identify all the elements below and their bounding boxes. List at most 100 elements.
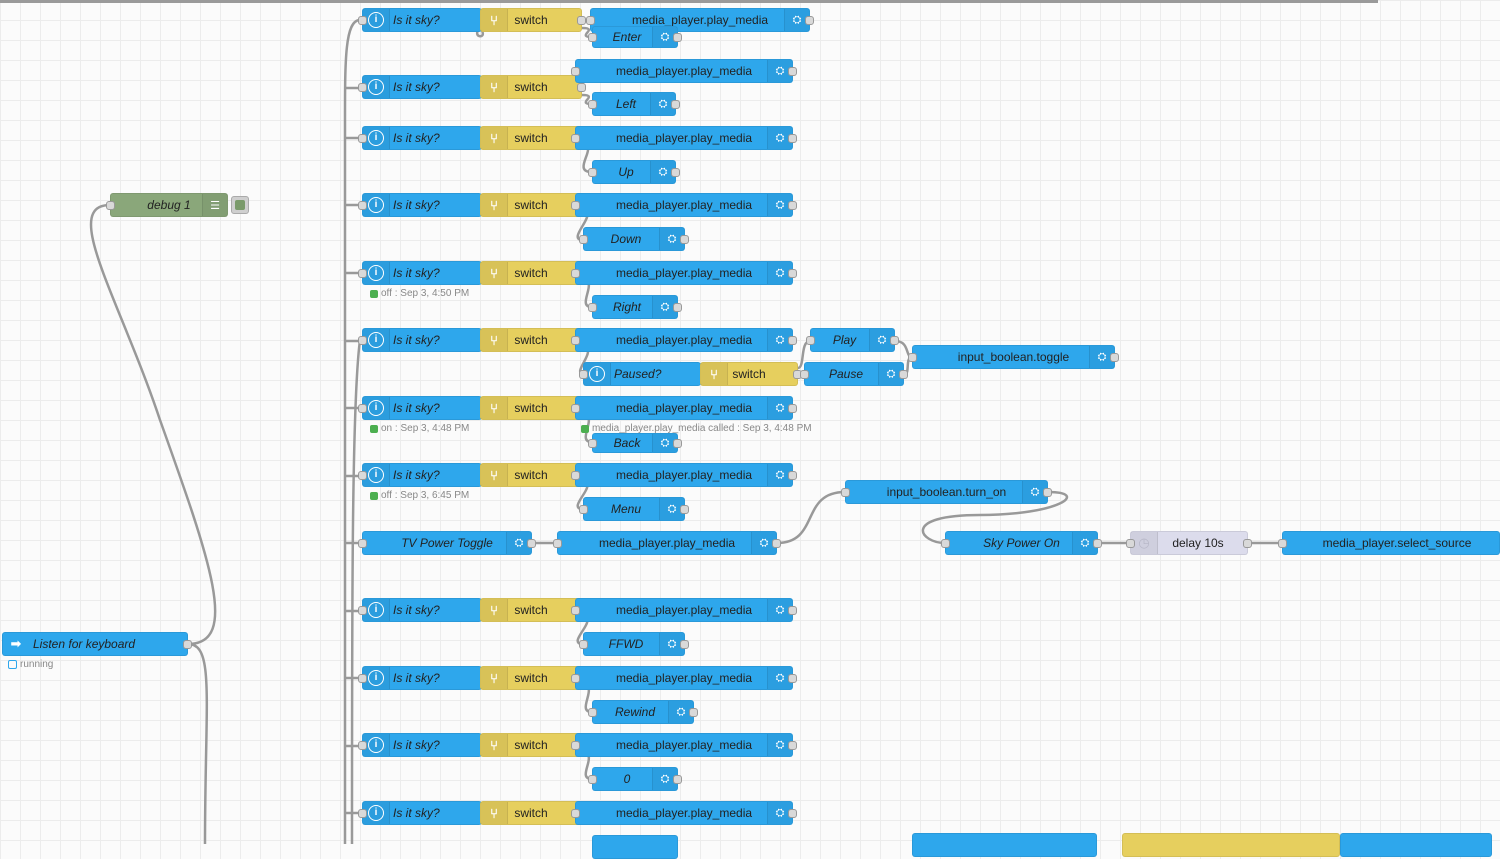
output-port[interactable] — [890, 336, 899, 345]
input-port[interactable] — [571, 134, 580, 143]
input-port[interactable] — [800, 370, 809, 379]
output-port[interactable] — [673, 439, 682, 448]
input-port[interactable] — [358, 201, 367, 210]
input-port[interactable] — [588, 775, 597, 784]
debug-node[interactable]: debug 1 ☰ — [106, 193, 249, 217]
switch-node-r12[interactable]: ⑂ switch — [480, 733, 586, 757]
toggle-node[interactable]: input_boolean.toggle ⛭ — [908, 345, 1119, 369]
input-port[interactable] — [571, 67, 580, 76]
state-node-r5[interactable]: i Is it sky? — [358, 261, 482, 285]
state-node-r11[interactable]: i Is it sky? — [358, 666, 482, 690]
call-node-rewind[interactable]: Rewind ⛭ — [588, 700, 698, 724]
output-port[interactable] — [788, 67, 797, 76]
output-port[interactable] — [788, 404, 797, 413]
input-port[interactable] — [106, 201, 115, 210]
output-port[interactable] — [805, 16, 814, 25]
call-node-up[interactable]: Up ⛭ — [588, 160, 680, 184]
switch-node-paused[interactable]: ⑂ switch — [700, 362, 802, 386]
switch-node-r1[interactable]: ⑂ switch — [480, 8, 586, 32]
output-port[interactable] — [680, 640, 689, 649]
switch-node-r11[interactable]: ⑂ switch — [480, 666, 586, 690]
input-port[interactable] — [358, 134, 367, 143]
output-port[interactable] — [680, 235, 689, 244]
call-node-zero[interactable]: 0 ⛭ — [588, 767, 682, 791]
input-port[interactable] — [358, 606, 367, 615]
input-port[interactable] — [1278, 539, 1287, 548]
select-source-node[interactable]: media_player.select_source — [1278, 531, 1500, 555]
turn-on-node[interactable]: input_boolean.turn_on ⛭ — [841, 480, 1052, 504]
input-port[interactable] — [579, 640, 588, 649]
input-port[interactable] — [571, 201, 580, 210]
play-media-node-r9[interactable]: media_player.play_media ⛭ — [553, 531, 781, 555]
output-port[interactable] — [788, 809, 797, 818]
input-port[interactable] — [579, 505, 588, 514]
call-node-menu[interactable]: Menu ⛭ — [579, 497, 689, 521]
input-port[interactable] — [588, 100, 597, 109]
output-port[interactable] — [788, 471, 797, 480]
call-node-back[interactable]: Back ⛭ — [588, 433, 682, 453]
input-port[interactable] — [571, 809, 580, 818]
output-port[interactable] — [1243, 539, 1252, 548]
play-media-node-r13[interactable]: media_player.play_media ⛭ — [571, 801, 797, 825]
call-node-ffwd[interactable]: FFWD ⛭ — [579, 632, 689, 656]
input-port[interactable] — [571, 471, 580, 480]
output-port[interactable] — [577, 83, 586, 92]
state-node-r8[interactable]: i Is it sky? — [358, 463, 482, 487]
switch-node-r2[interactable]: ⑂ switch — [480, 75, 586, 99]
state-node-r1[interactable]: i Is it sky? — [358, 8, 482, 32]
input-port[interactable] — [586, 16, 595, 25]
output-port[interactable] — [899, 370, 908, 379]
input-port[interactable] — [588, 439, 597, 448]
input-port[interactable] — [588, 303, 597, 312]
input-port[interactable] — [579, 370, 588, 379]
input-port[interactable] — [358, 404, 367, 413]
call-node-down[interactable]: Down ⛭ — [579, 227, 689, 251]
input-port[interactable] — [358, 539, 367, 548]
input-port[interactable] — [358, 336, 367, 345]
output-port[interactable] — [788, 201, 797, 210]
play-media-node-r3[interactable]: media_player.play_media ⛭ — [571, 126, 797, 150]
input-port[interactable] — [358, 741, 367, 750]
input-port[interactable] — [588, 33, 597, 42]
play-media-node-r12[interactable]: media_player.play_media ⛭ — [571, 733, 797, 757]
call-node-left[interactable]: Left ⛭ — [588, 92, 680, 116]
switch-node-r4[interactable]: ⑂ switch — [480, 193, 586, 217]
output-port[interactable] — [527, 539, 536, 548]
input-port[interactable] — [579, 235, 588, 244]
state-node-r7[interactable]: i Is it sky? — [358, 396, 482, 420]
input-port[interactable] — [571, 404, 580, 413]
output-port[interactable] — [788, 674, 797, 683]
output-port[interactable] — [671, 100, 680, 109]
output-port[interactable] — [1093, 539, 1102, 548]
state-node-r13[interactable]: i Is it sky? — [358, 801, 482, 825]
input-port[interactable] — [571, 741, 580, 750]
output-port[interactable] — [788, 606, 797, 615]
input-port[interactable] — [571, 674, 580, 683]
output-port[interactable] — [788, 269, 797, 278]
input-port[interactable] — [553, 539, 562, 548]
call-node-pause[interactable]: Pause ⛭ — [800, 362, 908, 386]
output-port[interactable] — [183, 640, 192, 649]
output-port[interactable] — [671, 168, 680, 177]
switch-node-r6[interactable]: ⑂ switch — [480, 328, 586, 352]
call-node-enter[interactable]: Enter ⛭ — [588, 26, 682, 48]
switch-node-r5[interactable]: ⑂ switch — [480, 261, 586, 285]
state-node-r6[interactable]: i Is it sky? — [358, 328, 482, 352]
output-port[interactable] — [673, 33, 682, 42]
switch-node-r13[interactable]: ⑂ switch — [480, 801, 586, 825]
input-port[interactable] — [571, 269, 580, 278]
input-port[interactable] — [588, 708, 597, 717]
input-port[interactable] — [571, 606, 580, 615]
play-media-node-r6[interactable]: media_player.play_media ⛭ — [571, 328, 797, 352]
output-port[interactable] — [788, 134, 797, 143]
input-port[interactable] — [358, 471, 367, 480]
input-port[interactable] — [358, 674, 367, 683]
debug-toggle-button[interactable] — [231, 196, 249, 214]
output-port[interactable] — [577, 16, 586, 25]
partial-node-bottom-2[interactable] — [912, 833, 1097, 857]
input-port[interactable] — [588, 168, 597, 177]
input-port[interactable] — [358, 269, 367, 278]
input-port[interactable] — [908, 353, 917, 362]
input-port[interactable] — [358, 809, 367, 818]
